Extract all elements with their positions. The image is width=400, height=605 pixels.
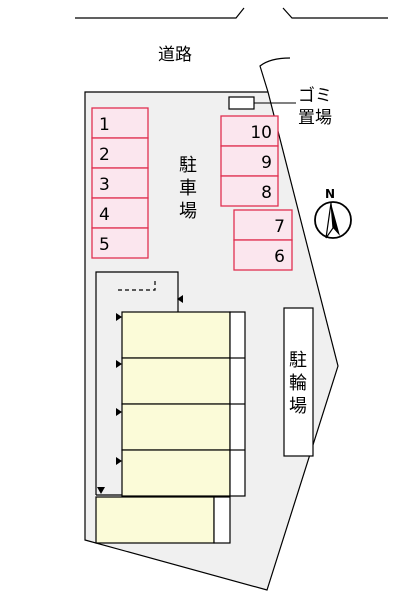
building-unit (121, 403, 231, 451)
unit-entrance-arrows (97, 313, 122, 494)
entrance-arrow-icon (116, 408, 122, 416)
road-label: 道路 (158, 45, 192, 65)
parking-space-label: 7 (274, 217, 285, 237)
parking-space-4 (91, 197, 149, 229)
building-unit (121, 311, 231, 359)
road-edge-lines (75, 7, 388, 19)
parking-space-label: 1 (99, 115, 110, 135)
parking-space-1 (91, 107, 149, 139)
parking-space-label: 2 (99, 145, 110, 165)
building-corridor (95, 271, 179, 496)
parking-space-label: 10 (250, 123, 272, 143)
parking-label-char: 車 (179, 178, 197, 199)
entrance-arrow-icon (97, 487, 105, 494)
north-compass-icon: N (314, 187, 352, 239)
building-unit (121, 357, 231, 405)
entrance-arrow-icon (116, 313, 122, 321)
entrance-arrow-icon (116, 360, 122, 368)
bicycle-parking-label-char: 駐 (289, 350, 307, 371)
parking-space-6 (233, 239, 293, 271)
parking-space-2 (91, 137, 149, 169)
parking-label: 駐 車 場 (179, 155, 197, 222)
garbage-station (228, 96, 255, 110)
parking-space-label: 9 (261, 153, 272, 173)
parking-label-char: 駐 (179, 155, 197, 176)
parking-space-label: 8 (261, 183, 272, 203)
entrance-arrow-icon (116, 457, 122, 465)
balcony (213, 496, 231, 544)
parking-space-label: 6 (274, 247, 285, 267)
building-unit (95, 496, 215, 544)
parking-space-label: 5 (99, 235, 110, 255)
parking-space-7 (233, 209, 293, 241)
parking-space-9 (220, 145, 279, 177)
bicycle-parking-label: 駐 輪 場 (289, 350, 307, 417)
garbage-label-line2: 置場 (298, 108, 332, 128)
parking-spaces-left: 1 2 3 4 5 (91, 107, 149, 259)
building-unit (121, 449, 231, 497)
corridor-arrow-icon (177, 295, 183, 303)
parking-spaces-right-upper: 10 9 8 (220, 115, 279, 207)
parking-space-8 (220, 175, 279, 207)
entrance-curve (259, 57, 291, 93)
bicycle-parking-label-char: 輪 (289, 373, 307, 394)
parking-space-label: 3 (99, 175, 110, 195)
bicycle-parking-label-char: 場 (289, 396, 307, 417)
parking-spaces-right-lower: 7 6 (233, 209, 293, 271)
building-units (95, 311, 246, 544)
compass-north-label: N (325, 187, 335, 201)
parking-space-label: 4 (99, 205, 110, 225)
parking-space-5 (91, 227, 149, 259)
garbage-label-line1: ゴミ (298, 85, 332, 106)
bicycle-parking-area (283, 307, 314, 457)
parking-label-char: 場 (179, 201, 197, 222)
